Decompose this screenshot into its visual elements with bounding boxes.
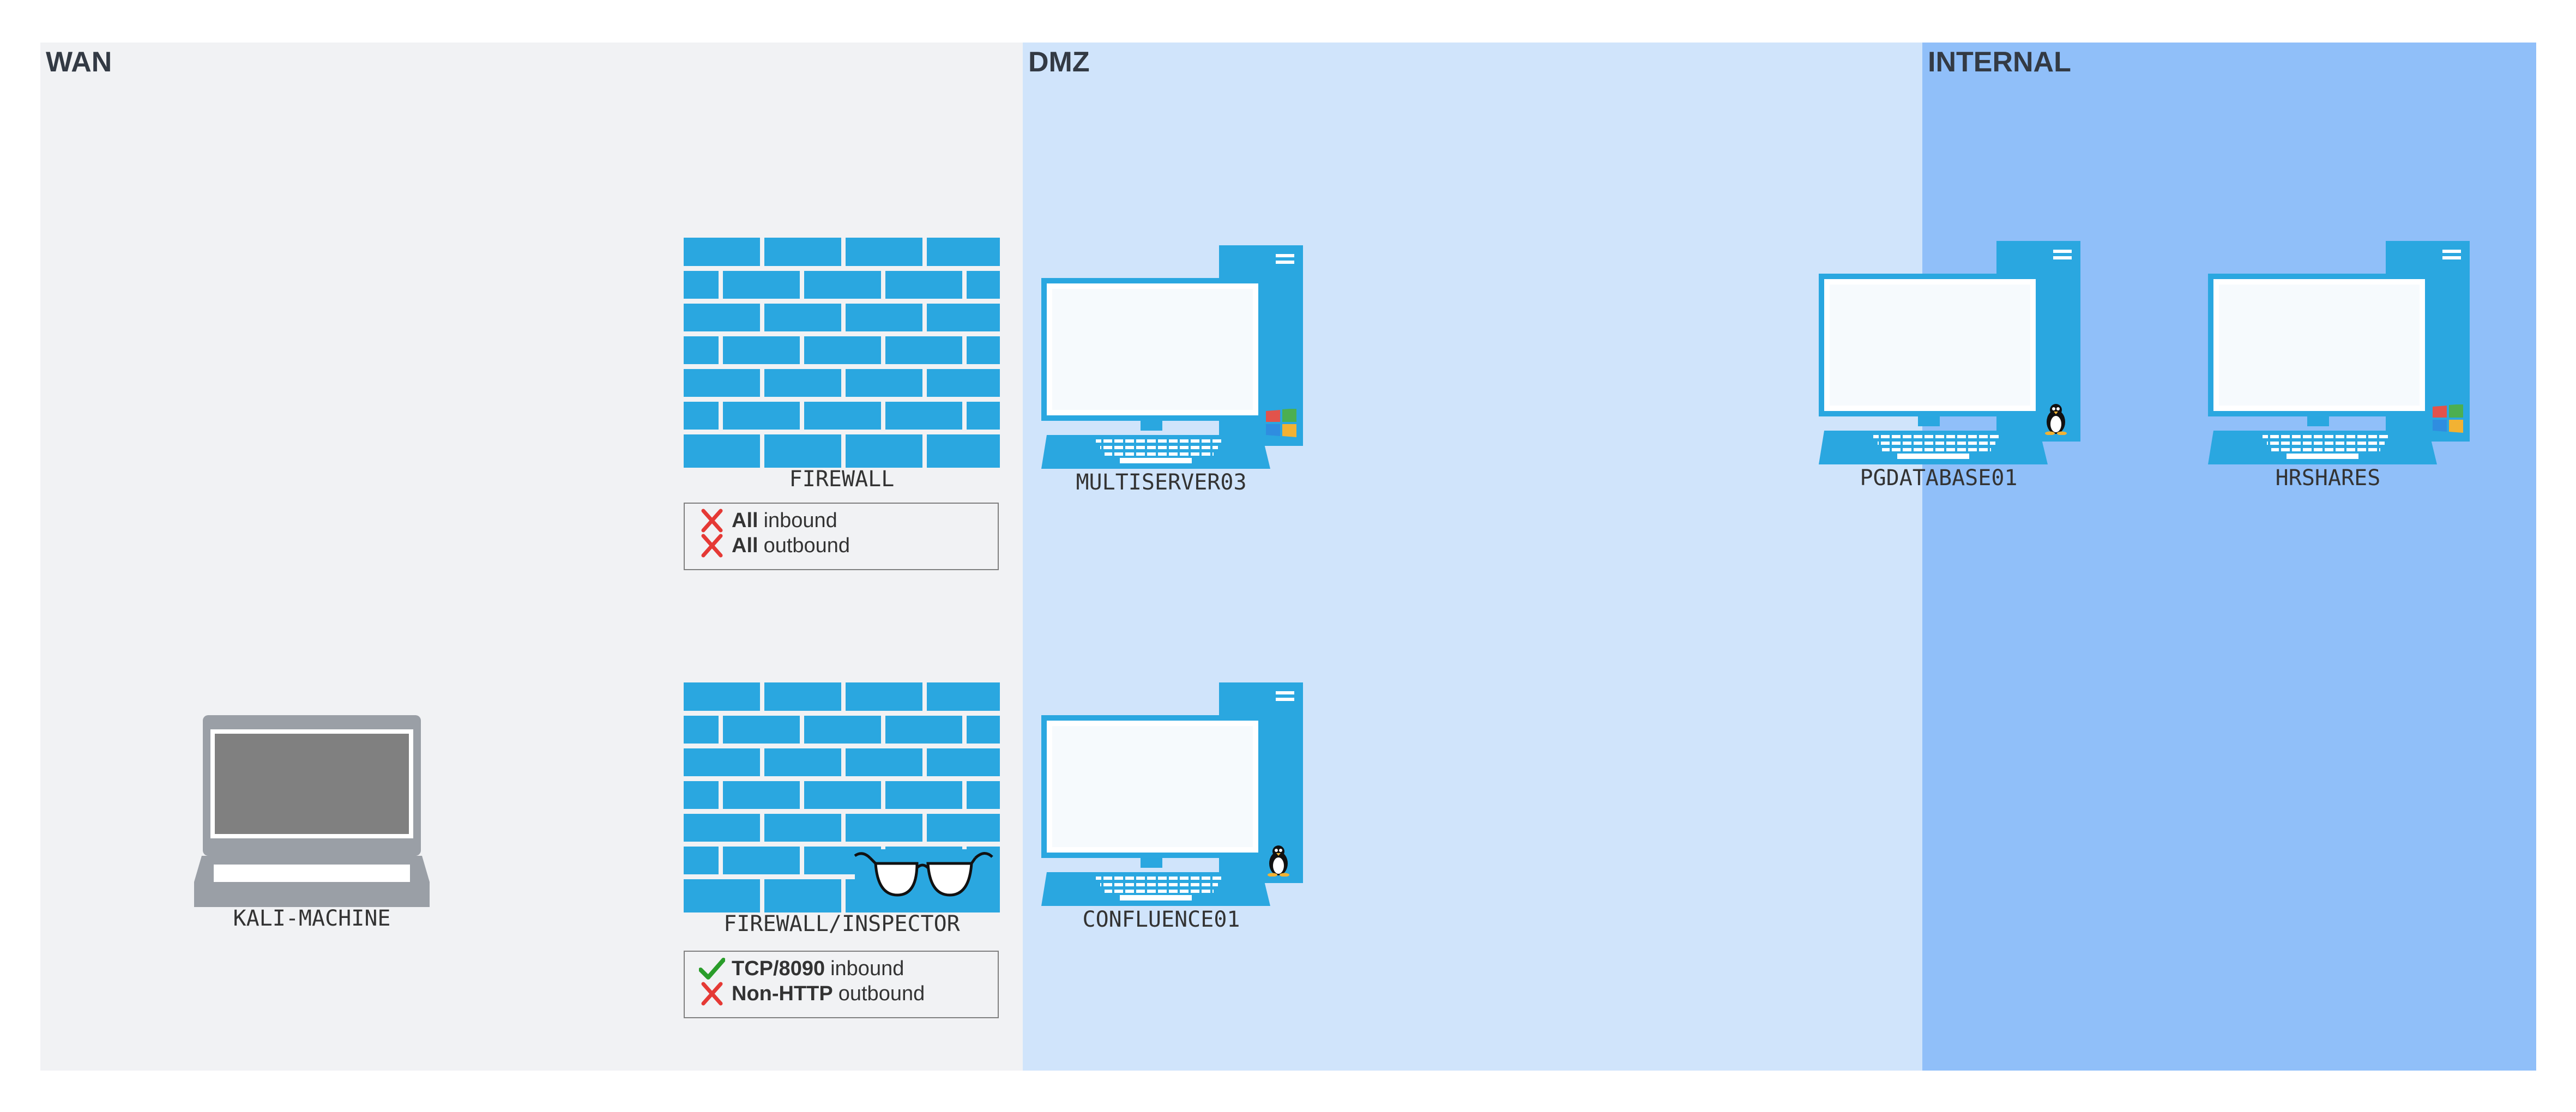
rule-item: TCP/8090 inbound [699, 956, 998, 981]
desktop-computer-icon [1819, 241, 2080, 464]
rule-direction: inbound [830, 957, 904, 980]
brick-wall-icon [684, 682, 1000, 912]
node-hrshares[interactable]: HRSHARES [2208, 241, 2470, 497]
desktop-computer-icon [1041, 245, 1303, 469]
kali-machine-label: KALI-MACHINE [233, 906, 391, 931]
rule-protocol: All [732, 509, 758, 532]
zone-internal: INTERNAL [1922, 43, 2536, 1071]
hrshares-label: HRSHARES [2275, 466, 2381, 491]
firewall-inspector-label: FIREWALL/INSPECTOR [723, 911, 960, 936]
cross-icon [699, 982, 725, 1006]
rule-protocol: TCP/8090 [732, 957, 825, 980]
cross-icon [699, 534, 725, 558]
node-multiserver03[interactable]: MULTISERVER03 [1041, 245, 1303, 501]
rule-direction: inbound [763, 509, 837, 532]
zone-wan-label: WAN [46, 46, 112, 78]
check-icon [699, 957, 725, 981]
brick-wall-icon [684, 238, 1000, 468]
multiserver03-label: MULTISERVER03 [1076, 470, 1247, 495]
node-confluence01[interactable]: CONFLUENCE01 [1041, 682, 1303, 939]
zone-internal-label: INTERNAL [1928, 46, 2071, 78]
node-pgdatabase01[interactable]: PGDATABASE01 [1819, 241, 2080, 497]
cross-icon [699, 509, 725, 533]
rule-item: All outbound [699, 533, 998, 558]
laptop-icon [194, 715, 430, 907]
node-firewall[interactable]: FIREWALL [684, 238, 1000, 494]
rule-item: All inbound [699, 508, 998, 533]
pgdatabase01-label: PGDATABASE01 [1860, 466, 2018, 491]
rule-direction: outbound [763, 534, 850, 557]
rule-direction: outbound [838, 982, 925, 1005]
firewall-rules: All inbound All outbound [684, 503, 999, 570]
zone-dmz-label: DMZ [1028, 46, 1090, 78]
firewall-label: FIREWALL [789, 467, 895, 492]
rule-protocol: Non-HTTP [732, 982, 833, 1005]
rule-item: Non-HTTP outbound [699, 981, 998, 1006]
glasses-icon [854, 849, 1000, 912]
confluence01-label: CONFLUENCE01 [1082, 907, 1240, 932]
rule-protocol: All [732, 534, 758, 557]
inspector-rules: TCP/8090 inbound Non-HTTP outbound [684, 951, 999, 1018]
desktop-computer-icon [1041, 682, 1303, 906]
node-kali-machine[interactable]: KALI-MACHINE [194, 715, 430, 939]
node-firewall-inspector[interactable]: FIREWALL/INSPECTOR [684, 682, 1000, 939]
desktop-computer-icon [2208, 241, 2470, 464]
